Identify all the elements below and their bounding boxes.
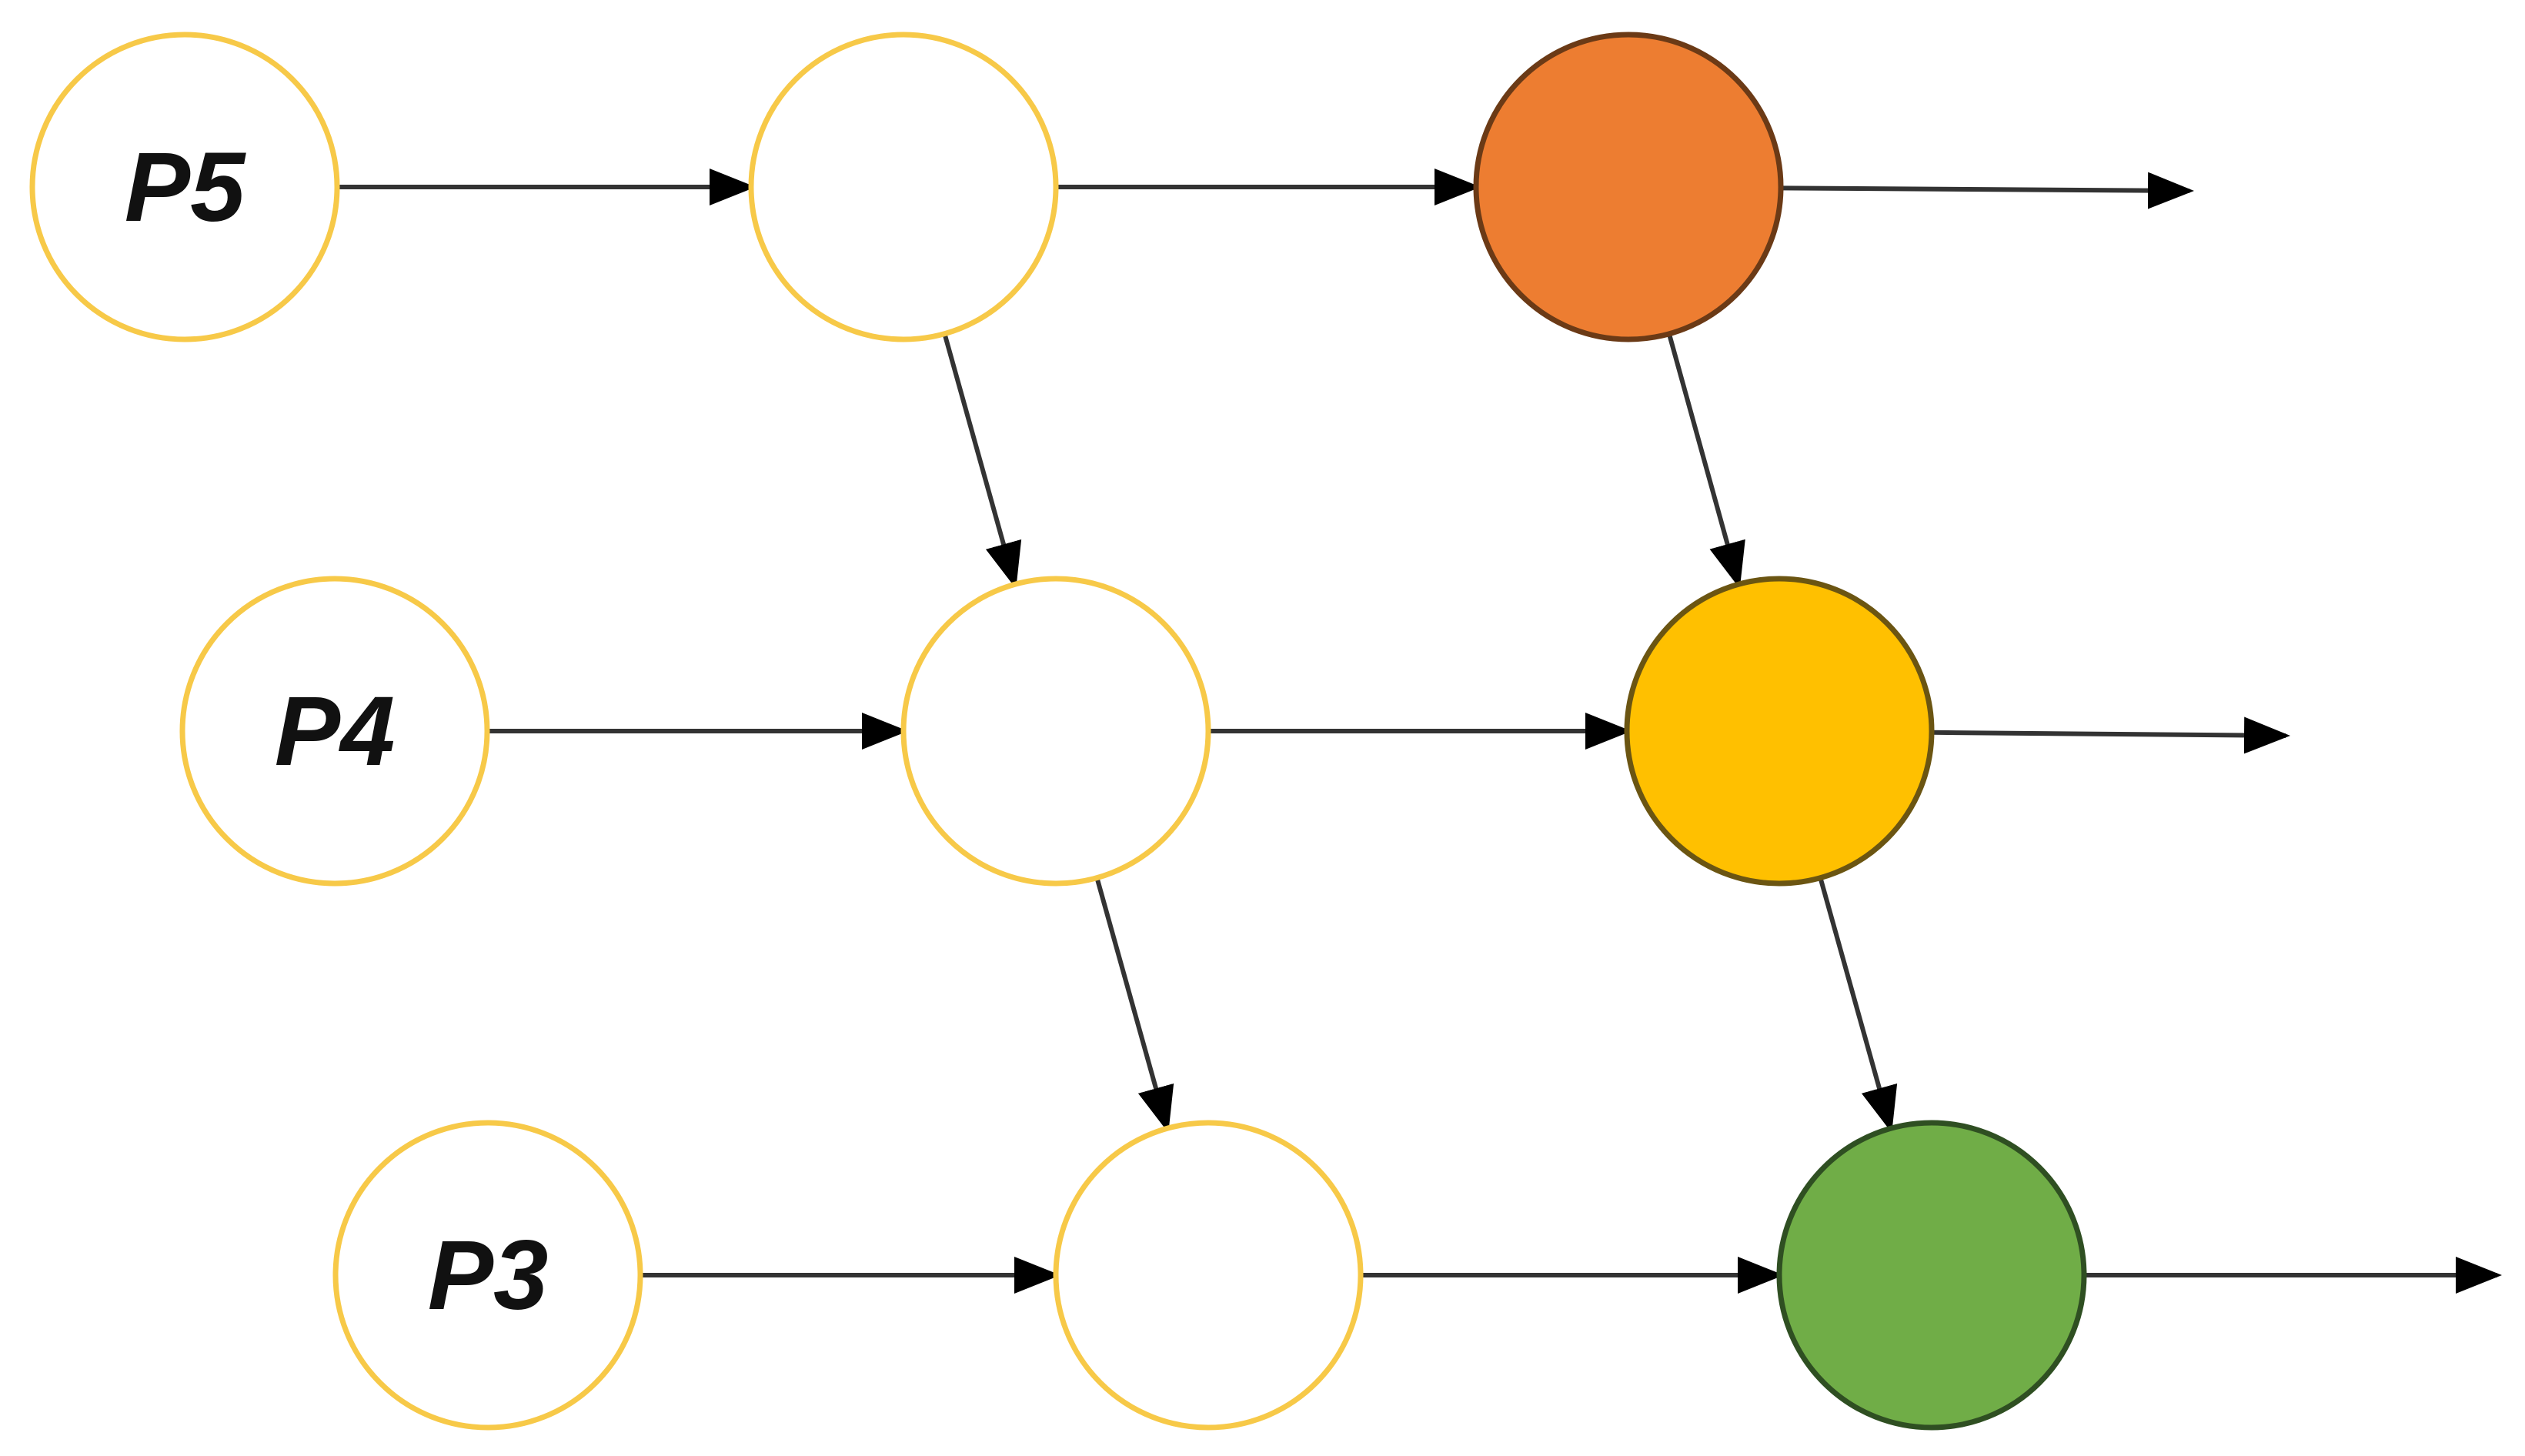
node-p3-out bbox=[1776, 1120, 2087, 1431]
node-p4-input: P4 bbox=[179, 576, 490, 887]
node-circle-p4-mid bbox=[900, 576, 1211, 887]
node-circle-p3-input bbox=[332, 1120, 643, 1431]
node-p5-mid bbox=[748, 32, 1059, 342]
node-p3-input: P3 bbox=[332, 1120, 643, 1431]
node-p5-input: P5 bbox=[29, 32, 340, 342]
arrow-p5-out-to-p4-out bbox=[1667, 333, 1745, 589]
arrow-p4-mid-to-p3-mid bbox=[1094, 877, 1174, 1134]
node-circle-p5-input bbox=[29, 32, 340, 342]
edges-layer bbox=[337, 169, 2502, 1294]
node-label-p3-input: P3 bbox=[428, 1221, 549, 1331]
node-circle-p3-mid bbox=[1053, 1120, 1364, 1431]
node-circle-p4-out bbox=[1624, 576, 1935, 887]
node-p3-mid bbox=[1053, 1120, 1364, 1431]
node-label-p5-input: P5 bbox=[125, 132, 246, 242]
arrow-p4-out-to-p3-out bbox=[1818, 877, 1898, 1134]
node-label-p4-input: P4 bbox=[275, 676, 396, 786]
arrow-p5-out-to-p5-exit bbox=[1780, 172, 2194, 209]
node-circle-p4-input bbox=[179, 576, 490, 887]
node-p4-out bbox=[1624, 576, 1935, 887]
arrow-p4-out-to-p4-exit bbox=[1931, 716, 2290, 754]
arrow-p5-mid-to-p4-mid bbox=[942, 332, 1022, 589]
node-circle-p3-out bbox=[1776, 1120, 2087, 1431]
node-p5-out bbox=[1473, 32, 1784, 342]
node-circle-p5-mid bbox=[748, 32, 1059, 342]
node-p4-mid bbox=[900, 576, 1211, 887]
node-circle-p5-out bbox=[1473, 32, 1784, 342]
